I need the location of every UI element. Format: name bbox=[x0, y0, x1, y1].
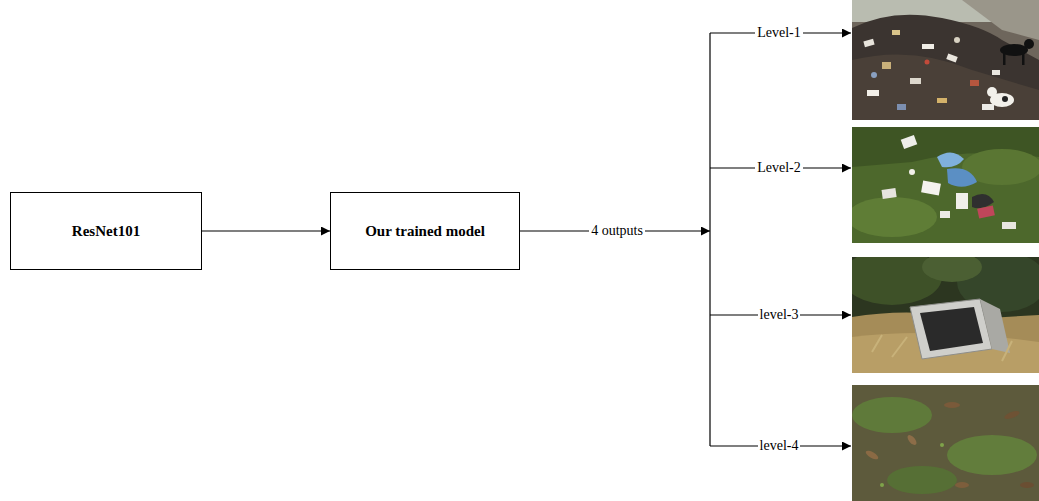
output-lines bbox=[520, 33, 851, 446]
ground-photo bbox=[852, 385, 1039, 501]
box-label: Our trained model bbox=[365, 223, 485, 240]
level-label: level-4 bbox=[758, 438, 801, 454]
litter-photo bbox=[847, 127, 1039, 243]
flow-arrow bbox=[202, 230, 330, 231]
output-count-label: 4 outputs bbox=[589, 223, 645, 239]
level-label: level-3 bbox=[758, 307, 801, 323]
monitor-photo bbox=[842, 249, 1039, 373]
split-line bbox=[709, 33, 710, 446]
garbage-heap-photo bbox=[852, 0, 1039, 120]
process-box: Our trained model bbox=[330, 192, 520, 270]
box-label: ResNet101 bbox=[72, 223, 140, 240]
level-label: Level-2 bbox=[755, 160, 803, 176]
process-box: ResNet101 bbox=[10, 192, 202, 270]
level-label: Level-1 bbox=[755, 25, 803, 41]
